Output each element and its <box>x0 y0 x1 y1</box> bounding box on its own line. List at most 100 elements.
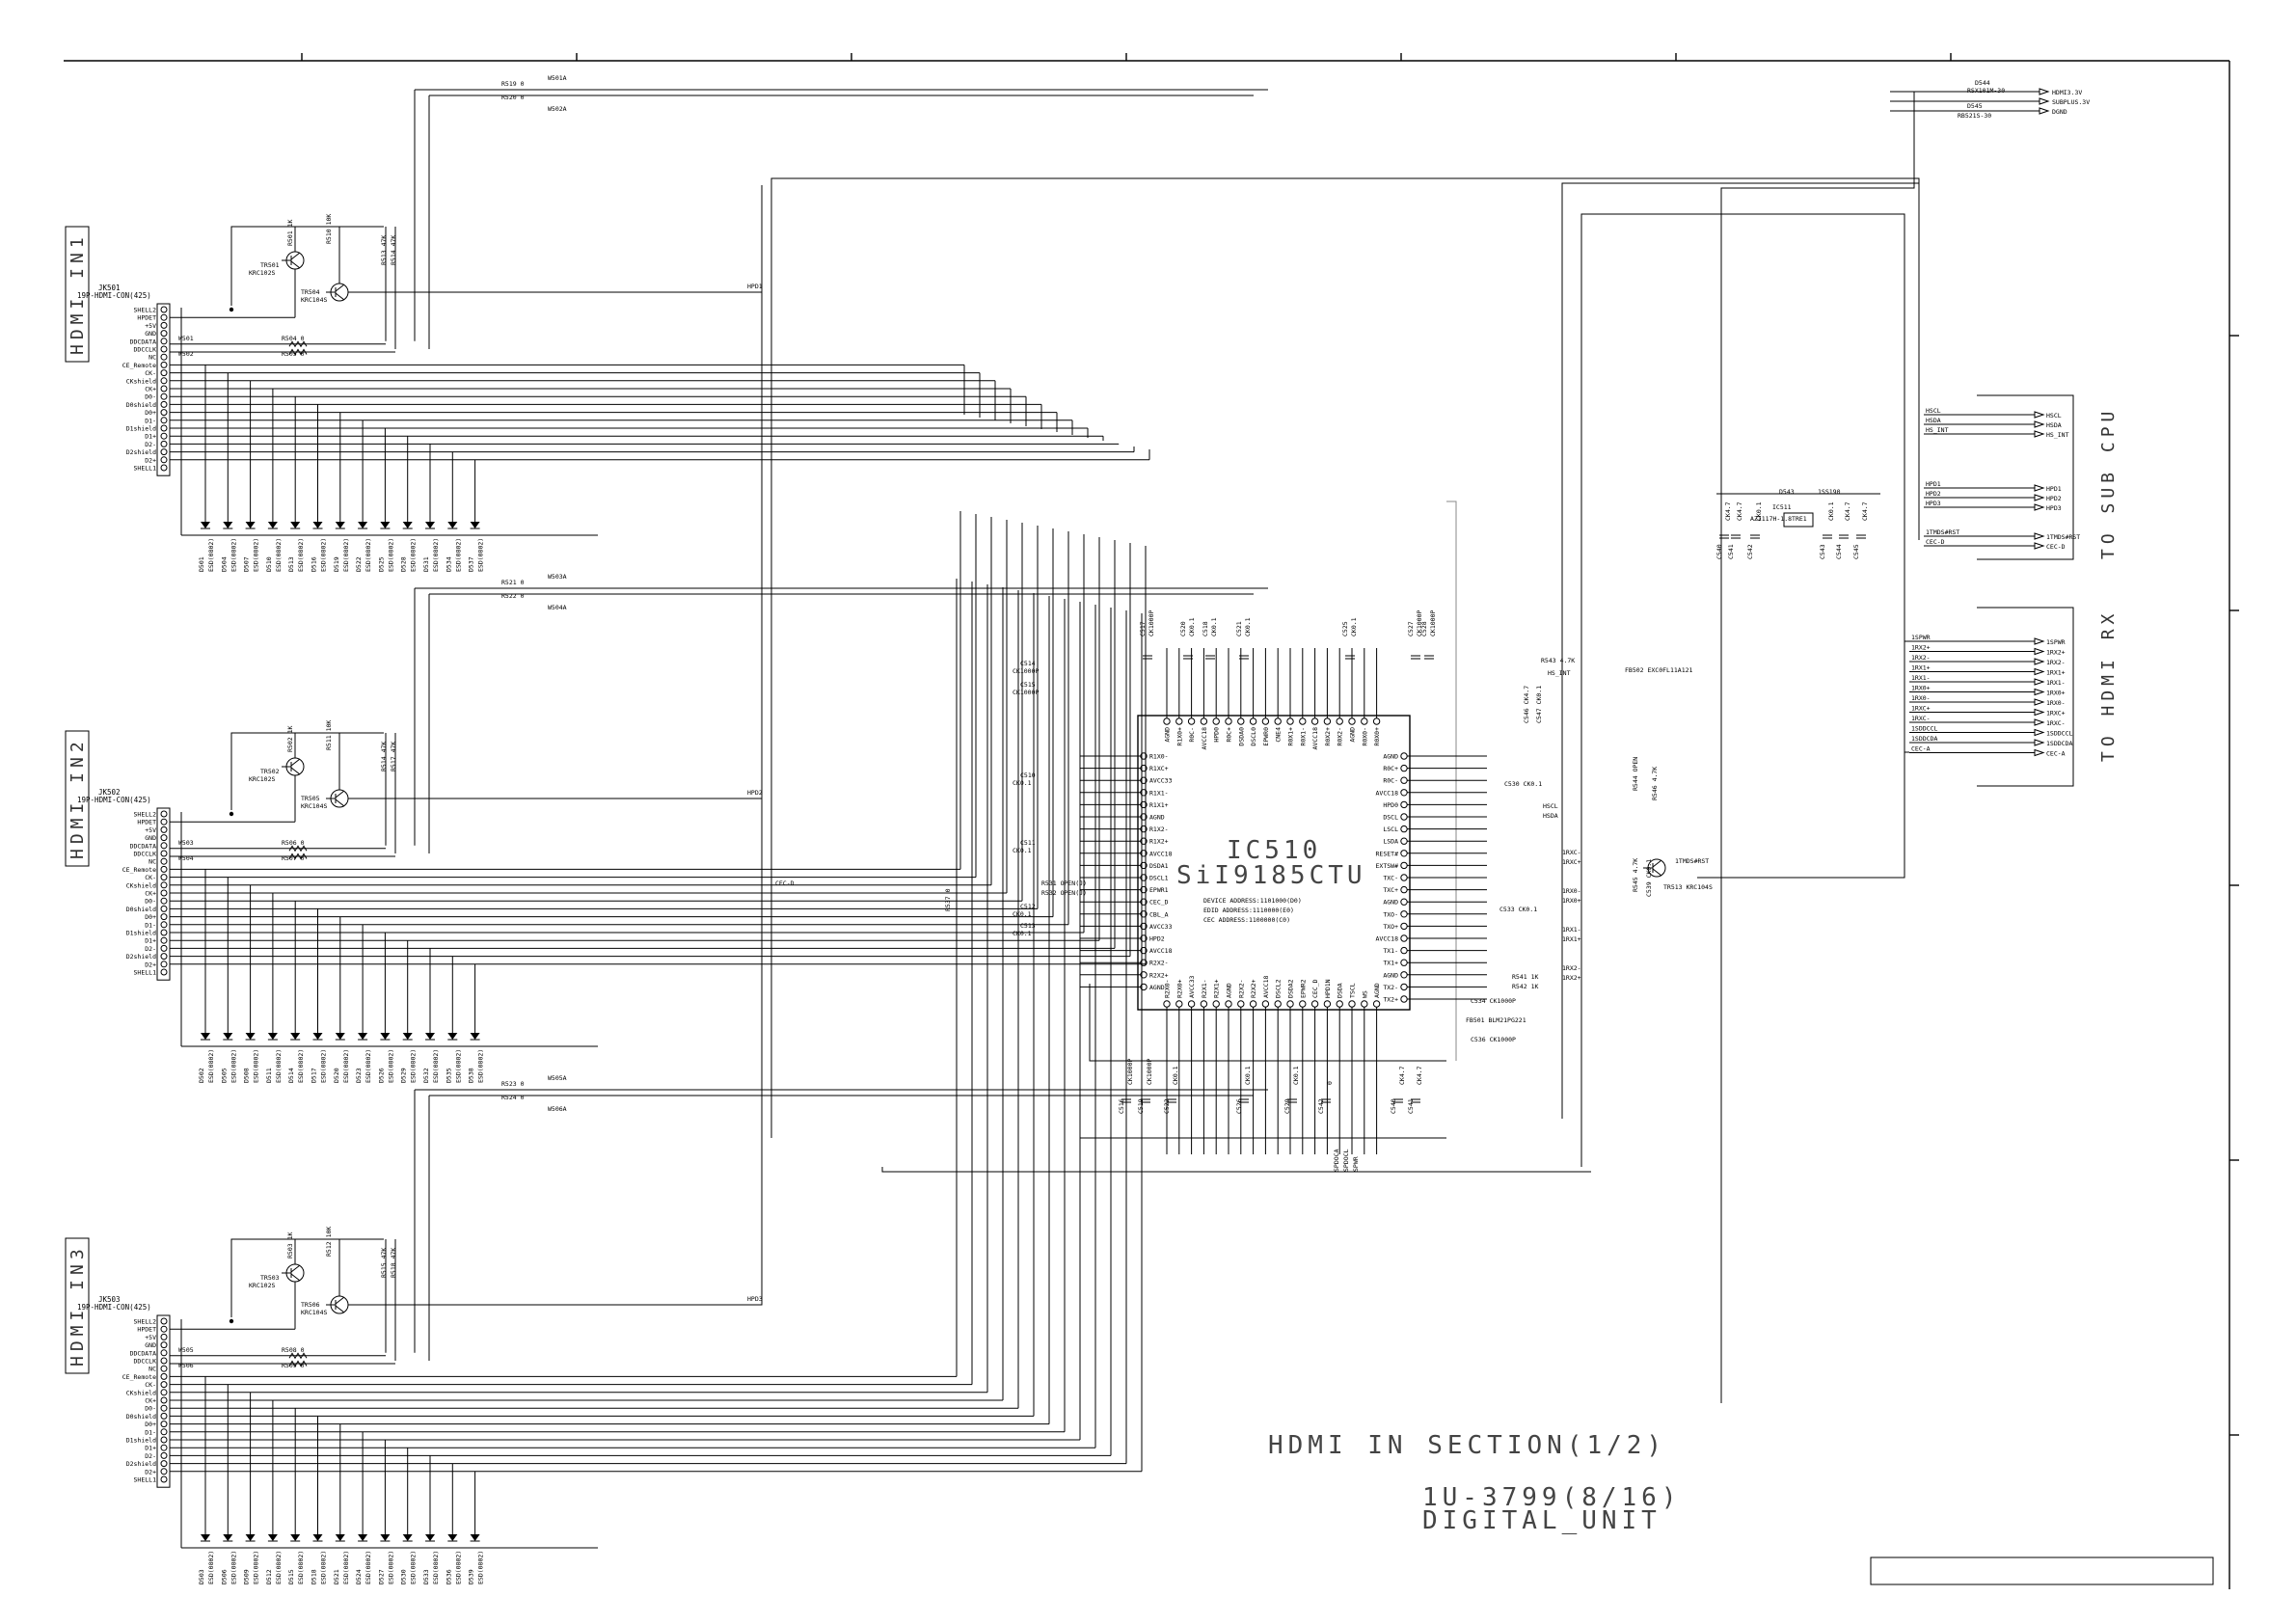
net-label: 1RX0+ <box>1562 897 1581 905</box>
ic-pin-label: TXC+ <box>1383 886 1398 894</box>
connector-pin-label: HPDET <box>137 819 156 826</box>
connector-pin <box>160 417 168 424</box>
connector-ref: JK502 <box>98 788 121 797</box>
esd-diode <box>447 1033 458 1041</box>
connector-pin-label: SHELL1 <box>134 969 157 977</box>
capacitor-ref: C513 <box>1020 922 1036 930</box>
power-net-label: DGND <box>2052 108 2067 116</box>
capacitor-value: CK0.1 <box>1292 1066 1300 1085</box>
ic-pin-label: DSDA <box>1337 983 1344 998</box>
ic-pin-label: R1XC+ <box>1149 765 1169 772</box>
capacitor-value: CK1000P <box>1416 610 1423 636</box>
capacitor-ref: C540 <box>1715 544 1723 559</box>
diode-triangle <box>223 522 233 528</box>
ic-address: DEVICE ADDRESS:1101000(D0) <box>1203 897 1302 905</box>
ic-pin-label: AGND <box>1373 983 1381 998</box>
sheet-title-block: HDMI IN SECTION(1/2) 1U-3799(8/16) DIGIT… <box>1268 1431 1677 1535</box>
ic-pin <box>1400 813 1408 821</box>
ic-pin <box>1261 717 1270 725</box>
wire-label: W506A <box>548 1105 567 1113</box>
capacitor-ref: C522 <box>1163 1098 1171 1114</box>
ic-pin <box>1310 1000 1319 1008</box>
esd-diode <box>402 1534 413 1542</box>
diode-ref: D503 <box>198 1569 205 1584</box>
ic-address: EDID ADDRESS:1110000(E0) <box>1203 907 1294 914</box>
connector-pin <box>160 1349 168 1357</box>
diode-triangle <box>201 522 210 528</box>
ic-pin-label: R2X0- <box>1164 979 1172 998</box>
connector-pin <box>160 1421 168 1428</box>
ic-pin-label: AVCC33 <box>1149 923 1173 931</box>
connector-pin-label: D2shield <box>126 448 156 456</box>
connector-pin <box>160 1333 168 1340</box>
resistor-label: R506 0 <box>282 839 305 847</box>
ic-pin <box>1361 1000 1368 1008</box>
transistor-symbol <box>282 757 305 776</box>
diode-ref: D537 <box>468 556 475 572</box>
hdmi-input-label-box <box>65 730 90 867</box>
diode-part: ESD(0802) <box>477 1049 485 1083</box>
ic-pin-label: LSDA <box>1383 838 1398 846</box>
transistor-ref: TR504 <box>301 288 320 296</box>
connector-pin-label: DDCDATA <box>130 338 156 345</box>
diode-triangle <box>335 522 345 528</box>
diode-ref: D508 <box>243 1068 251 1083</box>
connector-pin <box>160 1365 168 1372</box>
ic-pin-label: R2X1+ <box>1213 979 1221 998</box>
diode-triangle <box>425 522 435 528</box>
ic-pin-label: DSDA1 <box>1149 862 1169 870</box>
connector-pin <box>160 456 168 464</box>
capacitor-symbol <box>1287 1098 1297 1103</box>
capacitor-value: CK1000P <box>1146 1059 1153 1085</box>
diode-ref: D513 <box>287 556 295 572</box>
connector-body <box>156 303 171 476</box>
diode-ref: D512 <box>265 1569 273 1584</box>
diode-triangle <box>335 1033 345 1040</box>
diode-ref: D510 <box>265 556 273 572</box>
net-label: 1RX0+ <box>2046 690 2066 697</box>
connector-pin <box>160 834 168 842</box>
esd-diode <box>201 1033 210 1041</box>
capacitor-value: CK1000P <box>1013 689 1039 696</box>
connector-pin-label: +5V <box>145 322 156 330</box>
diode-triangle <box>290 1033 301 1040</box>
connector-pin <box>160 1381 168 1389</box>
connector-pin <box>160 1436 168 1444</box>
connector-pin-label: D1- <box>145 1428 156 1436</box>
connector-pin-label: D0- <box>145 393 156 401</box>
off-sheet-arrow <box>2034 739 2045 746</box>
wire-label: W501A <box>548 74 567 82</box>
connector-pin-label: CE_Remote <box>122 362 156 369</box>
transistor-ref: TR502 <box>260 768 280 775</box>
connector-pin <box>160 913 168 921</box>
connector-pin-label: GND <box>145 834 156 842</box>
bus-destination-label: TO HDMI RX <box>2098 609 2119 762</box>
capacitor-symbol <box>1839 534 1849 539</box>
esd-diode <box>380 1534 391 1542</box>
ic-pin <box>1274 717 1282 725</box>
diode-part: ESD(0802) <box>387 538 394 572</box>
esd-diode <box>267 1534 278 1542</box>
bus-destination-label: TO SUB CPU <box>2098 407 2119 559</box>
resistor-label: R501 1K <box>286 220 294 246</box>
capacitor-value: CK0.1 <box>1013 930 1032 937</box>
ic-pin <box>1187 717 1196 725</box>
sub-cpu-bus: TO SUB CPUHSCLHSCLHSDAHSDAHS_INTHS_INTHP… <box>1924 394 2119 560</box>
transistor-ref: TR503 <box>260 1274 280 1282</box>
ic-pin <box>1400 910 1408 918</box>
connector-pin-label: D0shield <box>126 906 156 913</box>
capacitor-symbol <box>1411 655 1420 660</box>
connector-part: 19P-HDMI-CON(425) <box>77 291 151 300</box>
capacitor-value: CK4.7 <box>1861 501 1869 521</box>
capacitor-value: CK0.1 <box>1244 617 1252 636</box>
connector-body <box>156 807 171 981</box>
capacitor-symbol <box>1424 655 1434 660</box>
diode-ref: D526 <box>377 1068 385 1083</box>
hpd-net-label: HPD3 <box>747 1295 763 1303</box>
net-label: HSCL <box>2046 412 2062 420</box>
ic-pin-label: AVCC18 <box>1201 727 1208 750</box>
connector-pin <box>160 897 168 905</box>
diode-ref: D529 <box>400 1068 408 1083</box>
diode-part: ESD(0802) <box>253 538 260 572</box>
wire <box>348 185 763 293</box>
